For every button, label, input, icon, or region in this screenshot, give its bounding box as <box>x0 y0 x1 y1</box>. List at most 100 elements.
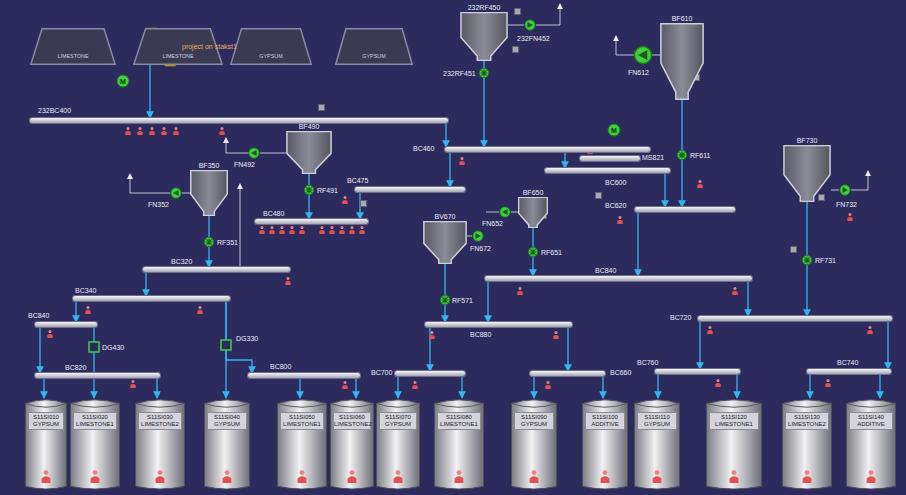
operator-icon <box>732 287 737 295</box>
node-label: LIMESTONE <box>30 52 116 61</box>
operator-icon <box>866 470 876 483</box>
operator-icons <box>47 127 872 389</box>
plant-part <box>240 188 241 267</box>
hopper-body <box>518 197 548 228</box>
motor-tag: M <box>611 126 617 135</box>
status-square <box>318 104 324 110</box>
motor-symbol <box>117 75 129 87</box>
node-label: S11SI110 <box>638 414 676 421</box>
status-square <box>595 192 601 198</box>
silo-outline <box>71 400 120 489</box>
silo-outline <box>204 400 249 489</box>
conveyor-belt: BC620 <box>635 207 735 212</box>
flow-arrow <box>657 374 658 398</box>
node-label: GYPSUM <box>638 421 676 428</box>
operator-icon <box>155 470 165 483</box>
node-label: BC600 <box>605 178 626 187</box>
conveyor-belt: MS821 <box>580 156 640 161</box>
silo-outline <box>376 400 419 489</box>
operator-icon <box>161 127 166 135</box>
flow-arrow <box>93 327 94 398</box>
node-label: GYPSUM <box>515 421 553 428</box>
fan-symbol <box>249 148 259 158</box>
conveyor-belt: BC800 <box>248 373 360 378</box>
node-label: BC475 <box>347 176 368 185</box>
node-label: BC660 <box>610 368 631 377</box>
flow-arrow <box>736 374 737 398</box>
silo-tag: S11SI140ADDITIVE <box>849 412 893 430</box>
operator-icon <box>730 470 739 483</box>
flow-arrow <box>444 264 445 322</box>
fan-symbol <box>840 185 850 195</box>
hopper-body <box>190 170 228 216</box>
operator-icon <box>130 380 135 388</box>
plant-part <box>865 170 871 176</box>
conveyor-belt: BC760 <box>655 369 740 374</box>
plant-part <box>223 137 229 143</box>
operator-icon <box>259 226 264 234</box>
operator-icon <box>42 470 51 483</box>
storage-silo: S11SI110GYPSUM <box>634 398 680 490</box>
silo-outline <box>25 400 66 489</box>
node-label: ADDITIVE <box>586 421 624 428</box>
hopper-outline <box>460 12 508 61</box>
status-square <box>790 246 796 252</box>
diverter-gate <box>89 342 99 352</box>
silo-rim <box>707 404 762 408</box>
operator-icon <box>802 470 812 483</box>
feeder-tag: 232RF451 <box>443 69 476 78</box>
conveyor-belt: BC820 <box>35 373 160 378</box>
node-label: BC820 <box>65 363 86 372</box>
storage-silo: S11SI120LIMESTONE1 <box>706 398 762 490</box>
feeder-symbol <box>802 255 811 264</box>
hopper-body <box>660 23 704 100</box>
flow-arrow <box>664 173 665 207</box>
stockpile-outline <box>30 28 116 65</box>
silo-rim <box>511 404 556 408</box>
feeder-symbol <box>440 295 449 304</box>
status-squares <box>172 8 824 252</box>
status-square <box>360 200 366 206</box>
silo-rim <box>376 404 419 408</box>
node-label: BC320 <box>171 257 192 266</box>
diverter-gate <box>221 340 231 350</box>
hopper-outline <box>287 131 331 173</box>
node-label: S11SI020 <box>74 414 116 421</box>
operator-icon <box>269 226 274 234</box>
node-label: BC840 <box>595 266 616 275</box>
storage-silo: S11SI010GYPSUM <box>25 398 67 490</box>
silo-tag: S11SI080LIMESTONE1 <box>437 412 481 430</box>
node-label: S11SI120 <box>710 414 758 421</box>
hopper-body <box>783 145 831 202</box>
silo-tag: S11SI050LIMESTONE1 <box>280 412 324 430</box>
node-label: S11SI050 <box>281 414 323 421</box>
motor-symbol <box>608 124 620 136</box>
stockpile: LIMESTONE <box>30 28 116 65</box>
node-label: GYPSUM <box>208 421 246 428</box>
silo-rim <box>204 404 249 408</box>
conveyor-belt: BC320 <box>143 267 290 272</box>
node-label: BF650 <box>523 188 544 197</box>
feeder-symbol <box>677 150 686 159</box>
hopper: BF730 <box>783 136 831 202</box>
operator-icon <box>319 226 324 234</box>
flow-arrow <box>397 376 398 398</box>
operator-icon <box>348 470 357 483</box>
conveyor-belt: BC660 <box>530 371 605 376</box>
feeder-tag: RF571 <box>452 296 473 305</box>
flow-arrow <box>637 212 638 276</box>
flow-arrow <box>461 376 462 398</box>
silo-outline <box>435 400 484 489</box>
hopper-outline <box>286 131 332 174</box>
feeder-tag: RF491 <box>317 186 338 195</box>
node-label: BF490 <box>299 122 320 131</box>
operator-icon <box>289 226 294 234</box>
node-label: BC740 <box>837 358 858 367</box>
operator-icon <box>342 381 347 389</box>
node-label: GYPSUM <box>29 421 63 428</box>
flow-arrow <box>564 152 565 168</box>
flow-arrow <box>887 321 888 369</box>
node-label: BC720 <box>670 313 691 322</box>
operator-icon <box>600 470 610 483</box>
operator-icon <box>459 157 464 165</box>
